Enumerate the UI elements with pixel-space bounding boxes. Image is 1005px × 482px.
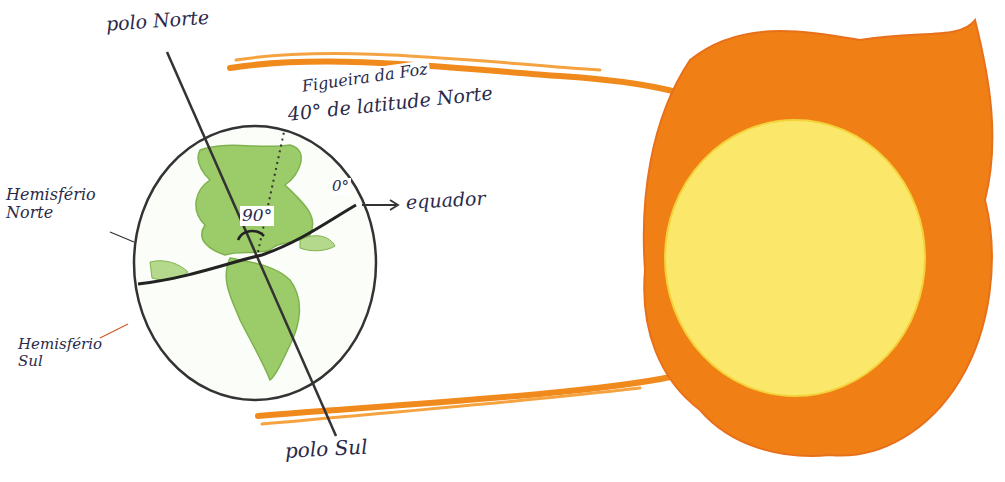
- leader-line: [100, 324, 128, 338]
- angle-label: 90°: [240, 206, 274, 226]
- sun-ray: [262, 388, 640, 424]
- earth-globe: [134, 126, 376, 400]
- equator-label: equador: [403, 188, 488, 214]
- sun-ray: [258, 374, 684, 416]
- pole-label: polo Norte: [103, 7, 211, 36]
- sun-corona: [644, 20, 993, 456]
- continent: [226, 258, 299, 380]
- equator-line: [138, 205, 356, 284]
- sun-disc: [665, 120, 925, 396]
- angle-arc: [238, 231, 264, 240]
- leader-line: [110, 232, 134, 242]
- continent: [196, 145, 313, 255]
- arrow-head: [390, 200, 398, 210]
- hemisphere-label: Hemisfério Norte: [4, 186, 118, 223]
- pole-label: polo Sul: [282, 435, 370, 463]
- hemisphere-label: Hemisfério Sul: [16, 336, 110, 371]
- angle-label: 0°: [330, 178, 351, 195]
- leader-arrow: [362, 204, 396, 206]
- continent: [300, 236, 335, 251]
